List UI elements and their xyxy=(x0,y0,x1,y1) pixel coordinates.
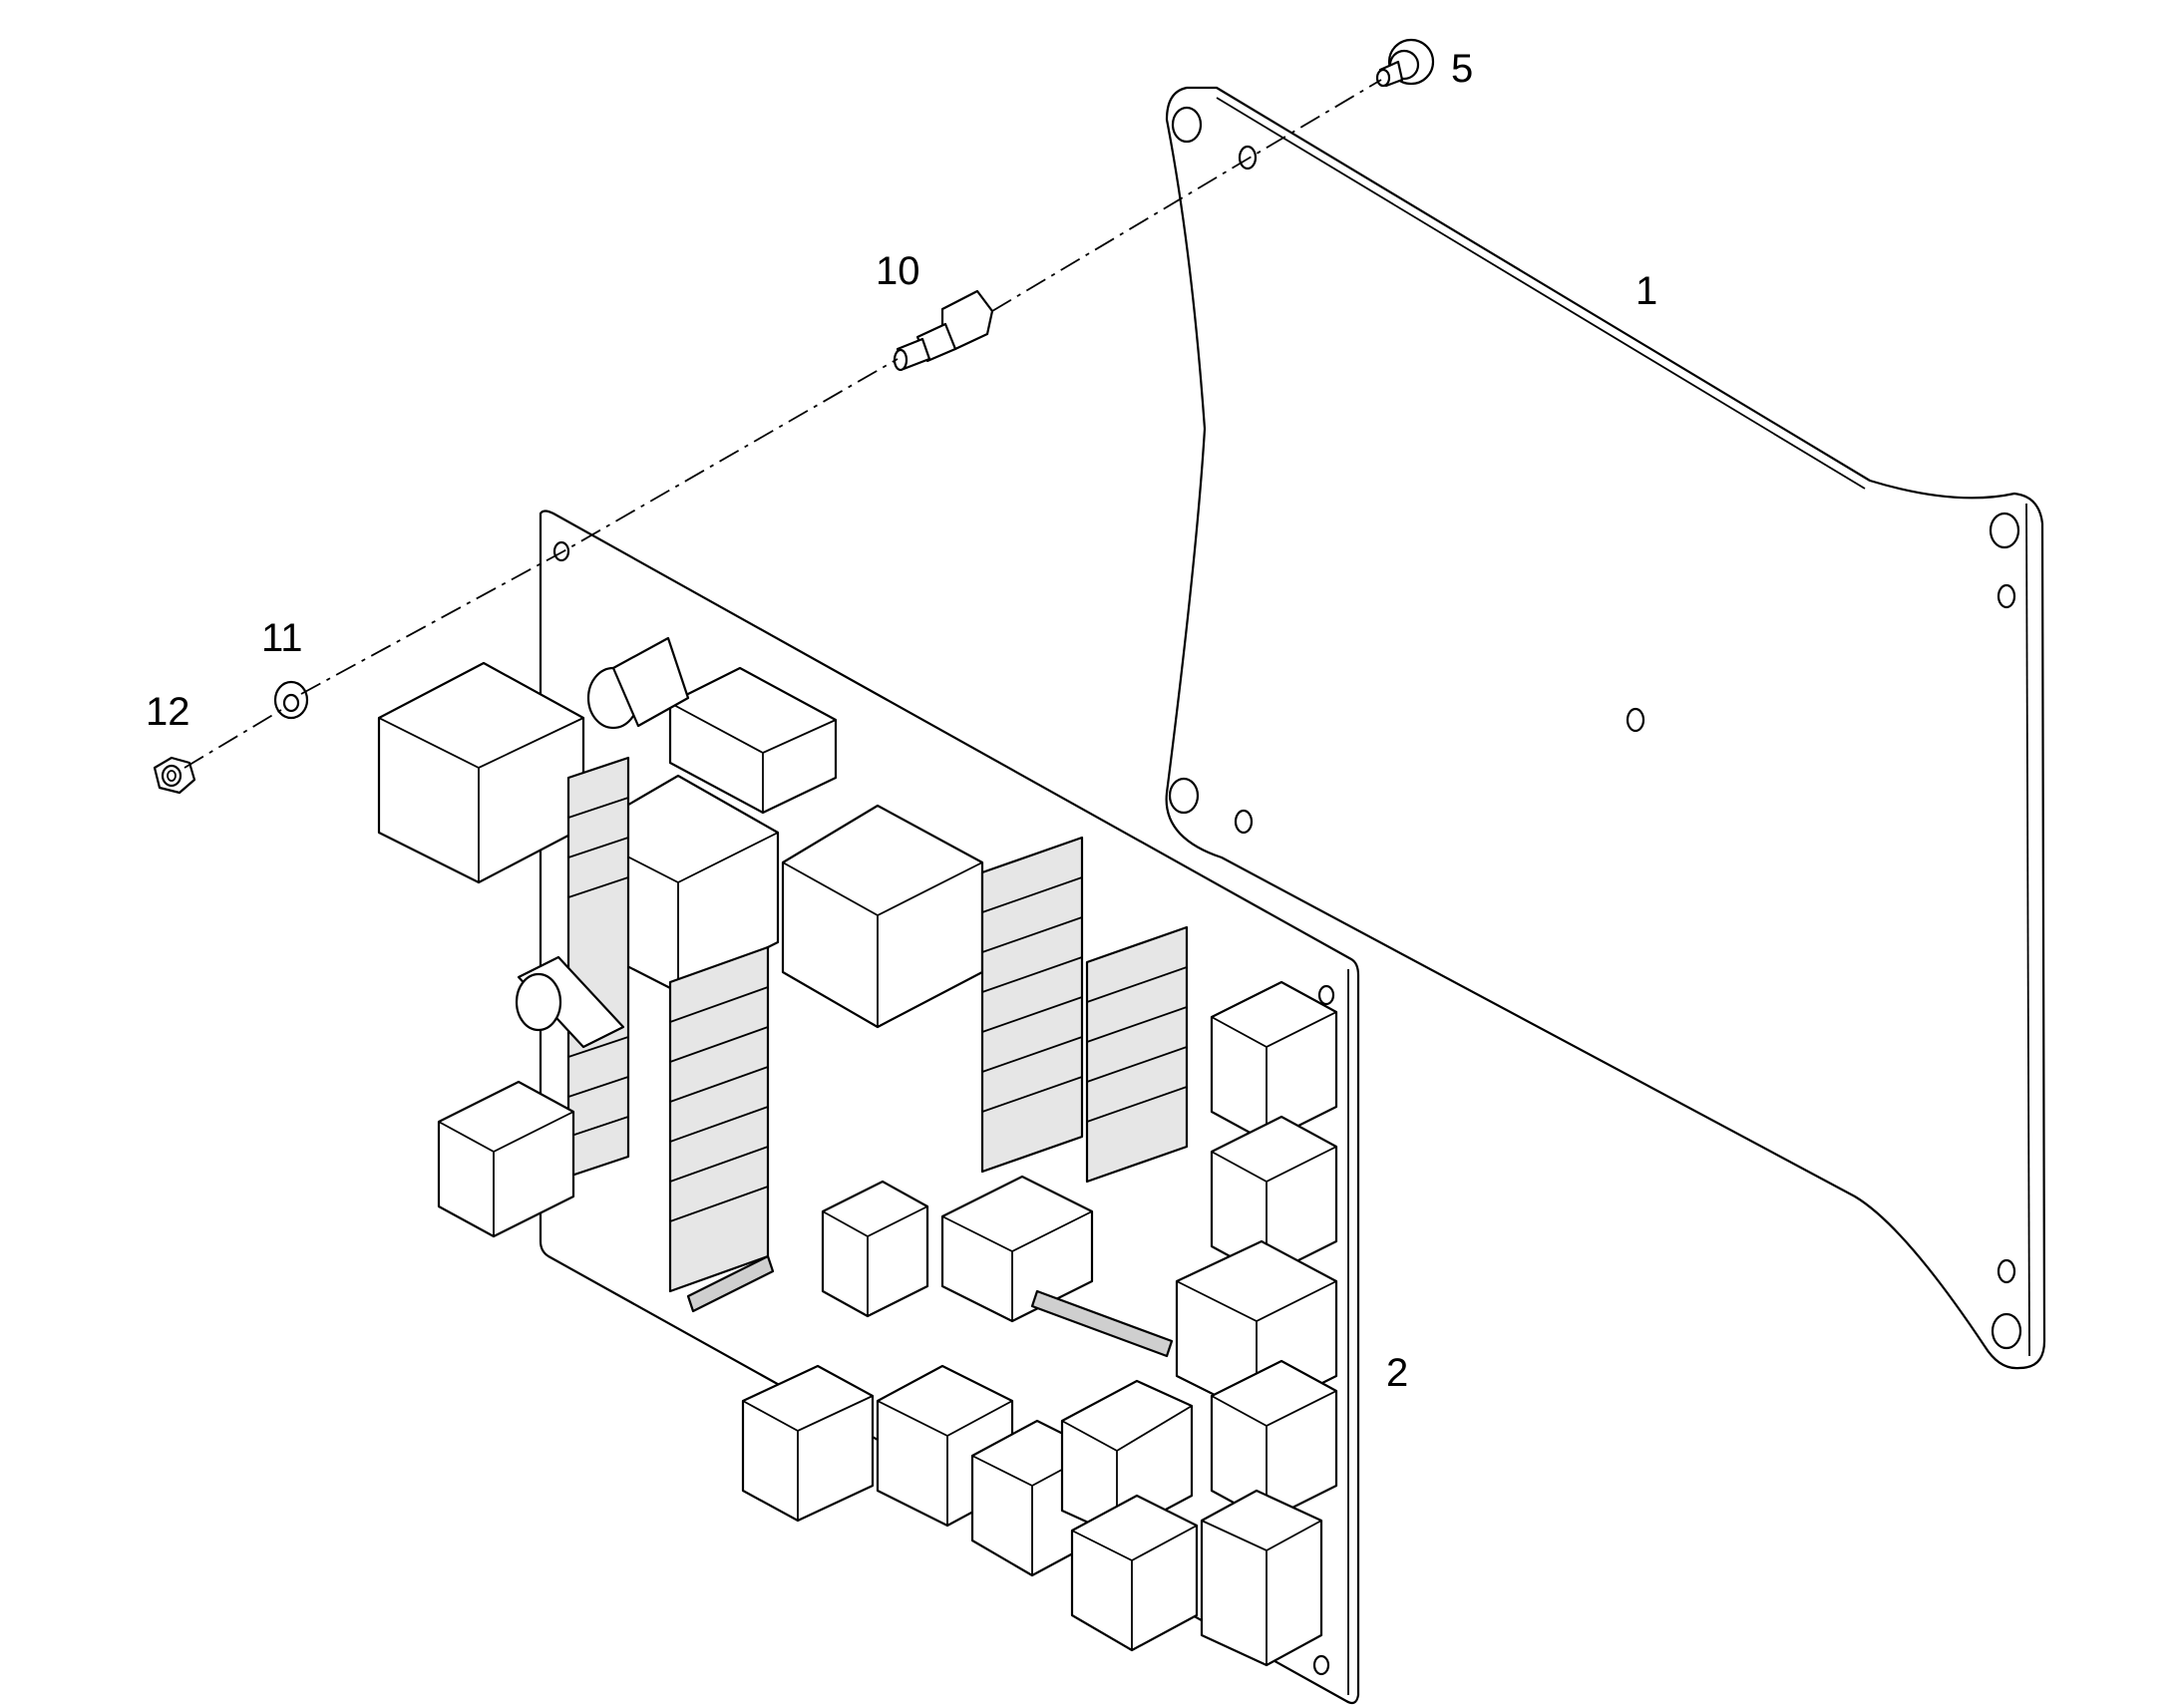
connector-bottom-3 xyxy=(1070,1494,1199,1652)
connector-right-2 xyxy=(1210,1115,1338,1278)
mounting-plate-part-1[interactable] xyxy=(1165,86,2046,1370)
relay-bottom-right xyxy=(1060,1379,1194,1537)
callout-label-10: 10 xyxy=(876,249,920,293)
relay-top xyxy=(668,666,838,815)
standoff-part-10[interactable] xyxy=(893,289,994,372)
capacitor-left xyxy=(515,955,625,1049)
nut-part-12[interactable] xyxy=(153,756,196,795)
capacitor-top xyxy=(586,636,690,730)
relay-bottom-center xyxy=(940,1175,1094,1323)
fuse-block-center xyxy=(668,945,770,1293)
plus-shaped-component xyxy=(821,1180,929,1318)
fuse-block-left xyxy=(566,756,630,1179)
fuse-block-right xyxy=(980,836,1084,1174)
circuit-board-part-2[interactable] xyxy=(377,510,1360,1705)
connector-right-1 xyxy=(1210,980,1338,1144)
fuse-block-far-right xyxy=(1085,925,1189,1184)
relay-left-lower xyxy=(437,1080,575,1238)
callout-label-11: 11 xyxy=(261,616,303,660)
callout-label-2: 2 xyxy=(1386,1351,1408,1395)
callout-label-5: 5 xyxy=(1451,47,1473,91)
relay-bottom-left xyxy=(741,1364,875,1523)
callout-label-1: 1 xyxy=(1635,269,1657,313)
callout-label-12: 12 xyxy=(146,690,190,734)
assembly-axis-line xyxy=(183,79,1382,769)
screw-part-5[interactable] xyxy=(1375,38,1435,88)
relay-right-bottom xyxy=(1200,1489,1323,1667)
washer-part-11[interactable] xyxy=(273,680,309,720)
header-strip xyxy=(686,1254,1174,1358)
connector-right-3 xyxy=(1210,1359,1338,1523)
